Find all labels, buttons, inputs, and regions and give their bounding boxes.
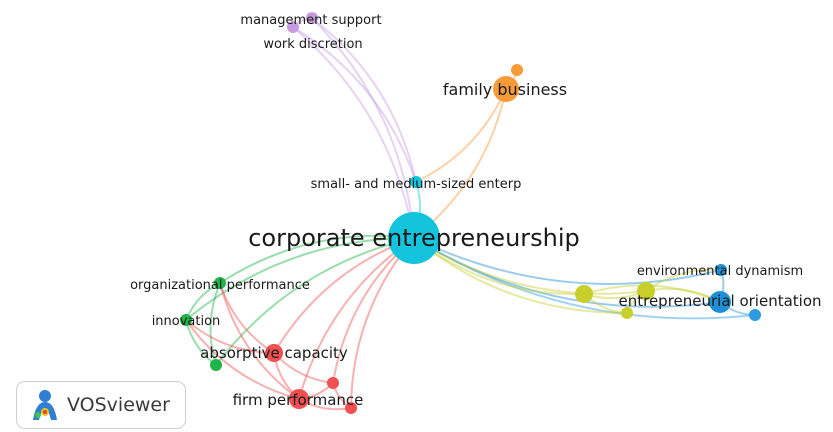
node-ac[interactable] xyxy=(265,344,283,362)
link xyxy=(215,237,415,366)
link xyxy=(185,319,275,354)
link xyxy=(413,237,722,285)
link xyxy=(292,26,415,239)
node-label-op: organizational performance xyxy=(130,278,310,293)
node-fb[interactable] xyxy=(493,76,519,102)
node-fp[interactable] xyxy=(289,389,309,409)
link xyxy=(273,237,415,354)
node-b3[interactable] xyxy=(749,309,761,321)
link xyxy=(311,17,415,239)
node-label-ac: absorptive capacity xyxy=(200,344,348,362)
node-label-eo: entrepreneurial orientation xyxy=(618,292,821,310)
node-fb2[interactable] xyxy=(511,64,523,76)
node-ms[interactable] xyxy=(306,12,318,24)
node-g3[interactable] xyxy=(210,359,222,371)
node-label-fp: firm performance xyxy=(233,391,364,409)
link xyxy=(413,237,756,320)
node-inn[interactable] xyxy=(180,314,192,326)
node-eo[interactable] xyxy=(709,291,731,313)
link xyxy=(185,237,415,321)
nodes-layer xyxy=(180,12,761,414)
link xyxy=(185,319,300,400)
node-label-fb: family business xyxy=(443,80,567,99)
node-label-ce: corporate entrepreneurship xyxy=(248,224,580,252)
link xyxy=(292,26,417,183)
link xyxy=(413,237,647,295)
link xyxy=(219,282,300,400)
node-sme[interactable] xyxy=(410,176,422,188)
node-label-ed: environmental dynamism xyxy=(637,264,803,279)
node-wd[interactable] xyxy=(287,21,299,33)
link xyxy=(209,282,221,366)
node-label-wd: work discretion xyxy=(263,37,362,52)
node-r3[interactable] xyxy=(327,377,339,389)
link xyxy=(413,237,628,315)
node-label-ms: management support xyxy=(240,13,381,28)
vosviewer-logo-icon xyxy=(33,390,57,420)
link xyxy=(311,17,417,183)
labels-layer: corporate entrepreneurship small- and med… xyxy=(130,13,821,409)
link xyxy=(413,88,507,239)
vosviewer-name: VOSviewer xyxy=(67,394,170,416)
node-op[interactable] xyxy=(214,277,226,289)
node-y1[interactable] xyxy=(575,285,593,303)
link xyxy=(219,282,275,354)
node-label-sme: small- and medium-sized enterp xyxy=(311,177,522,192)
node-ed[interactable] xyxy=(715,264,727,276)
node-y2[interactable] xyxy=(637,282,655,300)
vosviewer-logo: VOSviewer xyxy=(16,381,186,429)
link xyxy=(413,237,721,308)
node-y3[interactable] xyxy=(621,307,633,319)
node-r4[interactable] xyxy=(345,402,357,414)
link xyxy=(415,88,507,183)
node-label-inn: innovation xyxy=(152,314,221,329)
node-ce[interactable] xyxy=(388,212,440,264)
